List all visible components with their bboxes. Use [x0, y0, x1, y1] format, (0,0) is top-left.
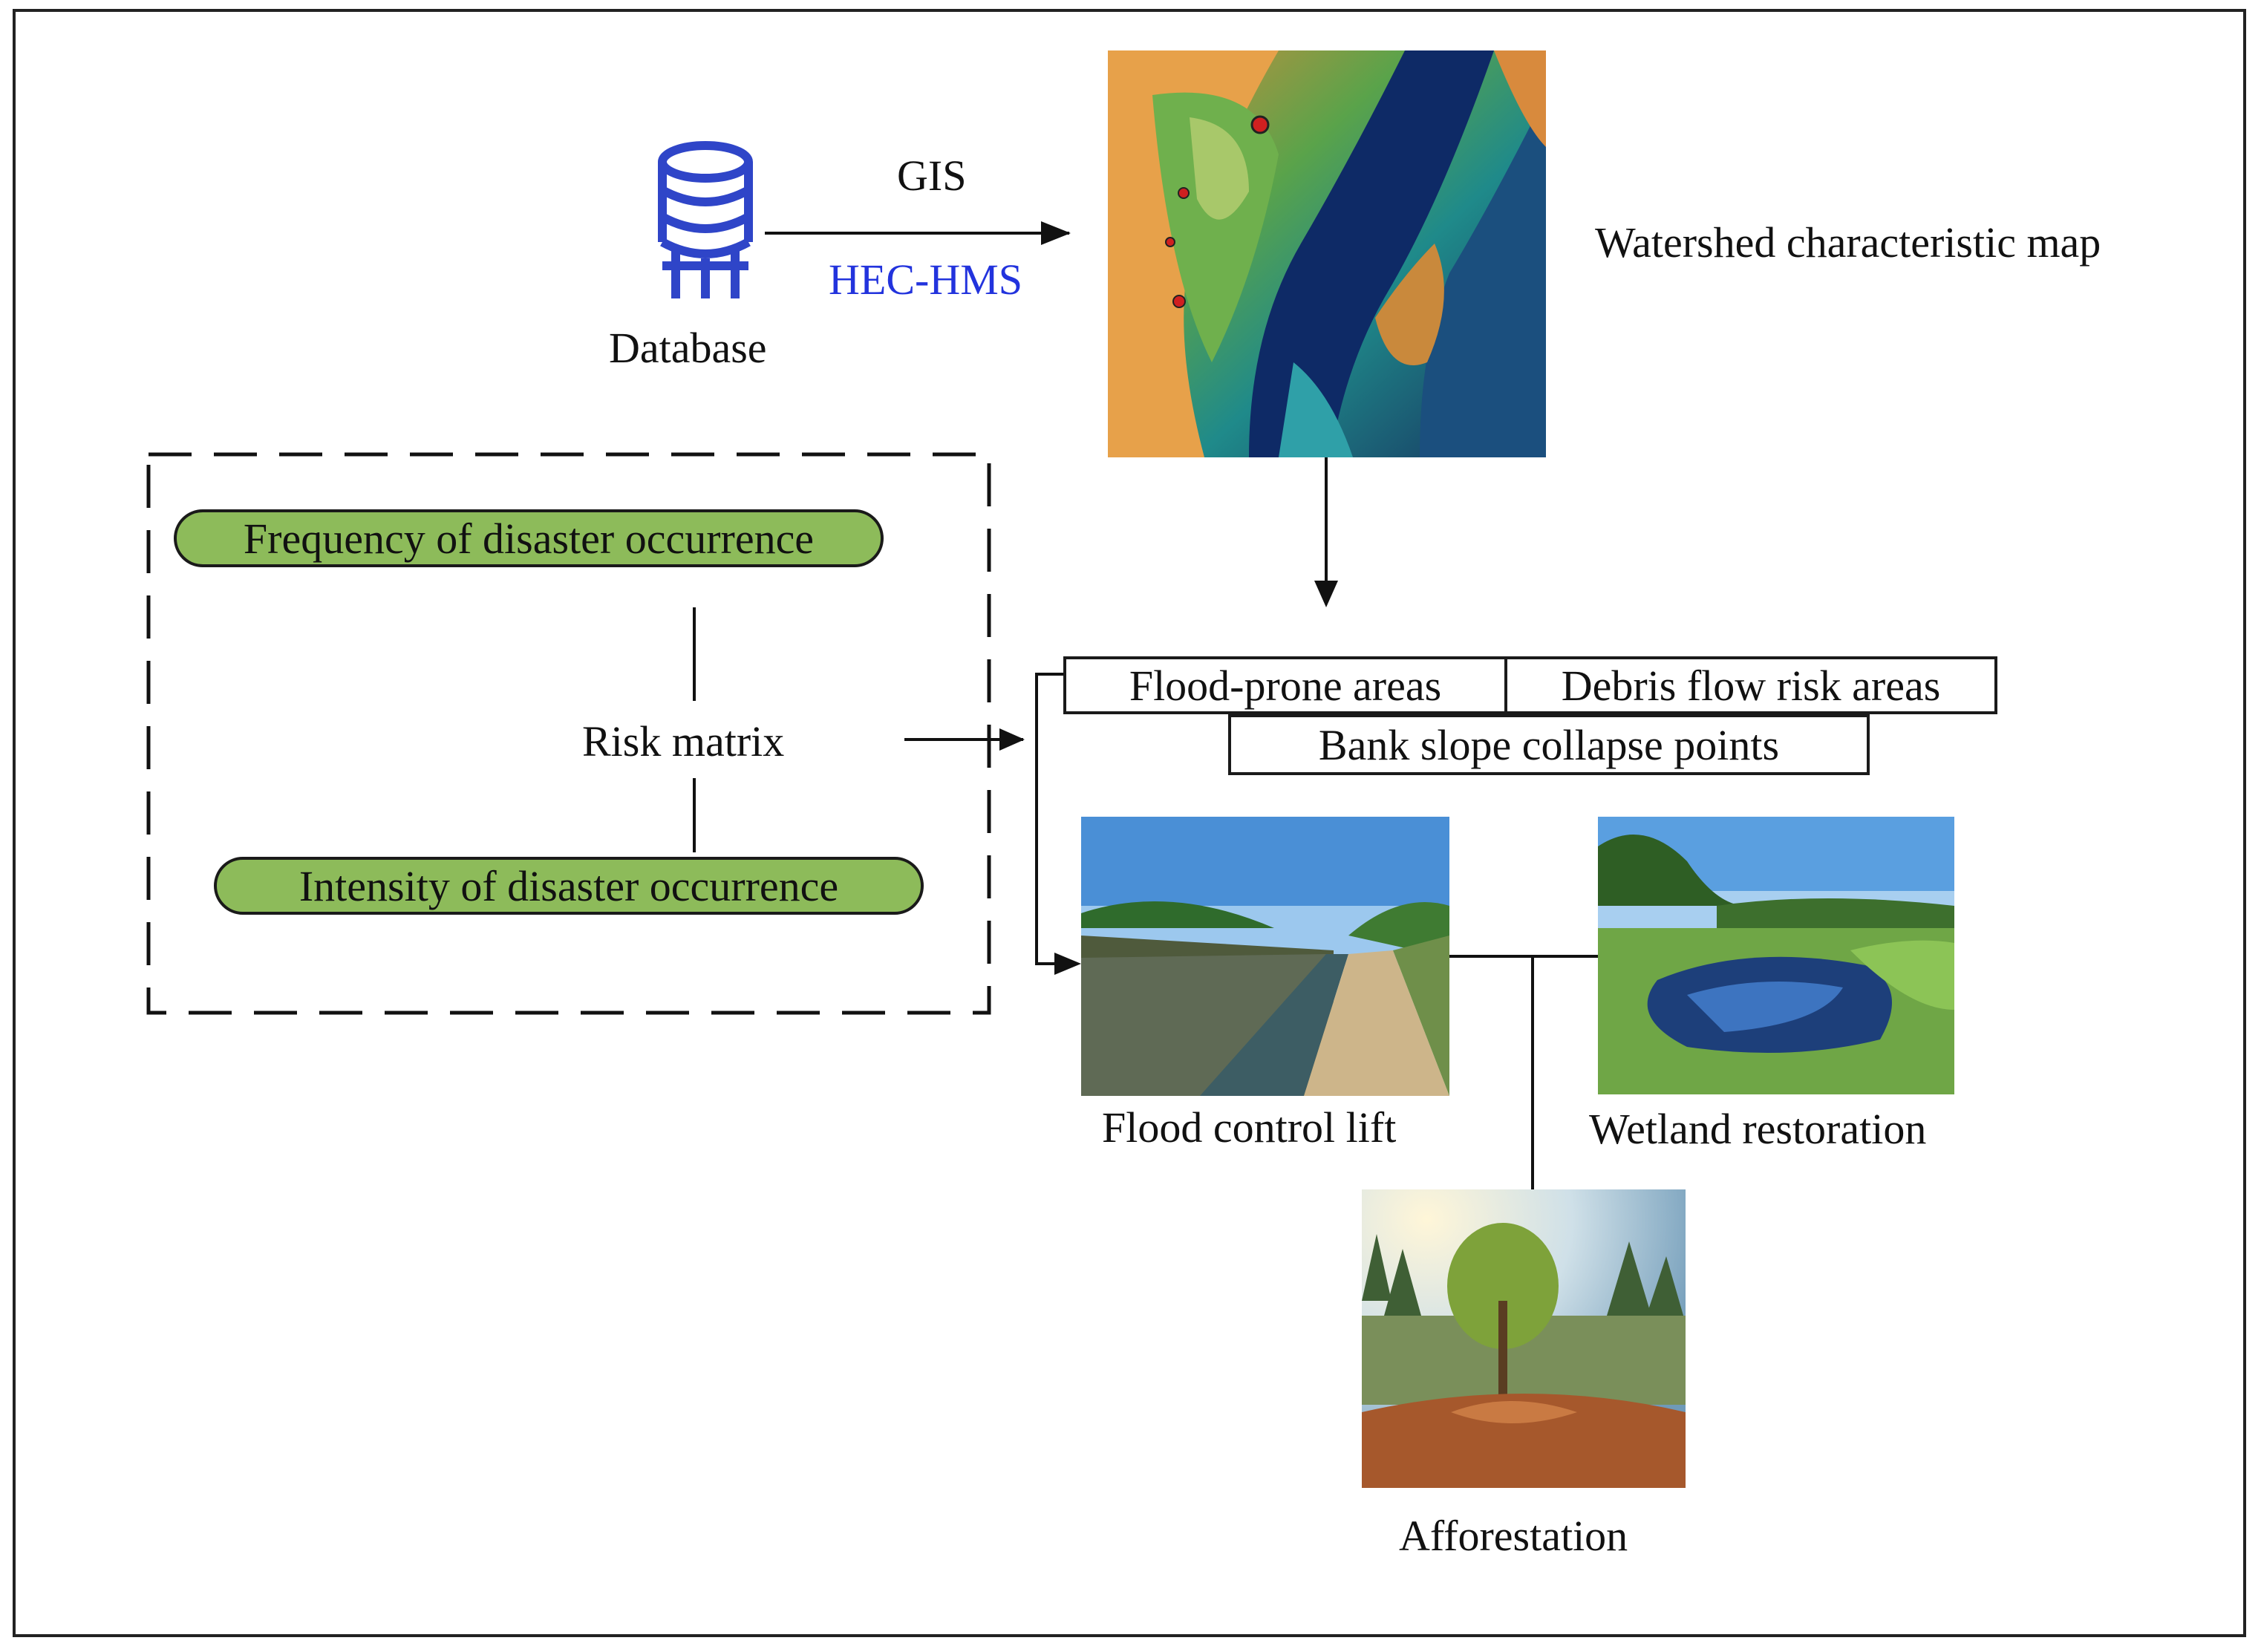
diagram-frame: [13, 9, 2246, 1637]
afforestation-label: Afforestation: [1399, 1512, 1628, 1560]
flood-lift-label: Flood control lift: [1102, 1103, 1397, 1152]
wetland-image: [1598, 817, 1954, 1094]
flood-prone-box: Flood-prone areas: [1063, 656, 1507, 714]
bank-slope-box: Bank slope collapse points: [1228, 714, 1870, 775]
flood-control-lift-image: [1081, 817, 1449, 1096]
debris-flow-box: Debris flow risk areas: [1504, 656, 1997, 714]
watershed-map-image: [1108, 50, 1546, 457]
hec-hms-label: HEC-HMS: [829, 255, 1023, 304]
database-icon: [653, 140, 757, 307]
frequency-pill: Frequency of disaster occurrence: [174, 509, 884, 567]
afforestation-image: [1362, 1189, 1686, 1488]
risk-matrix-label: Risk matrix: [582, 717, 785, 765]
gis-label: GIS: [897, 151, 967, 200]
wetland-label: Wetland restoration: [1589, 1105, 1927, 1153]
intensity-pill: Intensity of disaster occurrence: [214, 857, 924, 915]
watershed-label: Watershed characteristic map: [1595, 218, 2101, 267]
database-label: Database: [609, 324, 767, 372]
